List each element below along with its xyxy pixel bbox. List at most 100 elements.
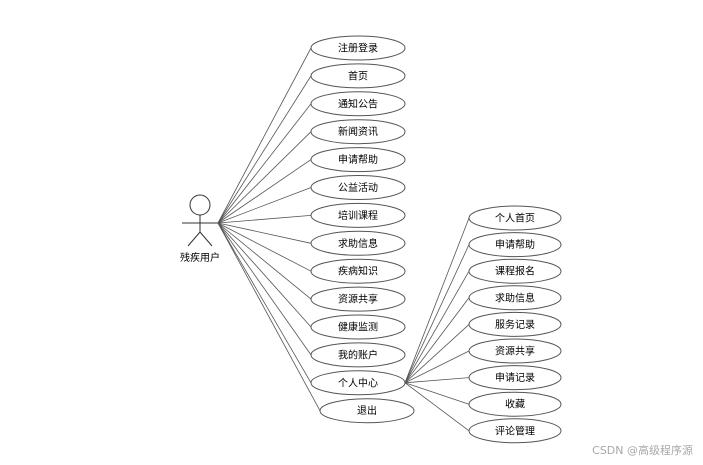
actor-left-leg [187, 231, 201, 247]
use-case-oval[interactable] [310, 202, 406, 228]
sub-use-case-oval[interactable] [468, 232, 562, 258]
include-line [404, 244, 470, 383]
association-line [217, 222, 312, 244]
use-case[interactable]: 培训课程 [310, 202, 406, 228]
use-case-oval[interactable] [310, 342, 406, 368]
personal-center-lines [404, 217, 470, 432]
use-case-oval[interactable] [310, 63, 406, 89]
sub-use-case-oval[interactable] [468, 311, 562, 337]
use-case[interactable]: 求助信息 [310, 230, 406, 256]
main-use-cases: 注册登录首页通知公告新闻资讯申请帮助公益活动培训课程求助信息疾病知识资源共享健康… [310, 35, 415, 424]
use-case[interactable]: 个人中心 [310, 370, 406, 396]
sub-use-case-oval[interactable] [468, 285, 562, 311]
sub-use-case[interactable]: 课程报名 [468, 258, 562, 284]
sub-use-case[interactable]: 服务记录 [468, 311, 562, 337]
use-case-oval[interactable] [310, 230, 406, 256]
sub-use-case-oval[interactable] [468, 391, 562, 417]
sub-use-case-oval[interactable] [468, 205, 562, 231]
use-case-label: 退出 [357, 404, 377, 417]
use-case-label: 通知公告 [338, 97, 378, 110]
use-case-label: 新闻资讯 [338, 125, 378, 138]
use-case[interactable]: 新闻资讯 [310, 119, 406, 145]
association-line [217, 222, 312, 356]
use-case-oval[interactable] [310, 35, 406, 61]
use-case-oval[interactable] [310, 314, 406, 340]
use-case-label: 培训课程 [338, 209, 378, 222]
include-line [404, 271, 470, 383]
use-case-oval[interactable] [310, 147, 406, 173]
association-line [217, 222, 312, 328]
use-case[interactable]: 公益活动 [310, 175, 406, 200]
sub-use-case-label: 个人首页 [495, 212, 535, 225]
association-line [217, 215, 312, 224]
actor-label: 残疾用户 [180, 251, 220, 264]
use-case[interactable]: 退出 [319, 398, 415, 424]
sub-use-case[interactable]: 求助信息 [468, 285, 562, 311]
use-case-label: 资源共享 [338, 293, 378, 306]
use-case-label: 公益活动 [338, 181, 378, 194]
association-line [217, 103, 312, 224]
sub-use-case-label: 求助信息 [495, 291, 535, 304]
actor-figure: 残疾用户 [180, 194, 220, 264]
use-case-oval[interactable] [310, 119, 406, 145]
use-case[interactable]: 通知公告 [310, 91, 406, 117]
use-case[interactable]: 申请帮助 [310, 147, 406, 173]
include-line [404, 324, 470, 384]
sub-use-case-label: 课程报名 [495, 265, 535, 278]
use-case[interactable]: 资源共享 [310, 286, 406, 312]
sub-use-case[interactable]: 收藏 [468, 391, 562, 417]
sub-use-case[interactable]: 资源共享 [468, 338, 562, 364]
sub-use-case[interactable]: 评论管理 [468, 418, 562, 444]
sub-use-case[interactable]: 个人首页 [468, 205, 562, 231]
use-case[interactable]: 首页 [310, 63, 406, 89]
sub-use-case-oval[interactable] [468, 365, 562, 391]
use-case-oval[interactable] [319, 398, 415, 424]
association-line [217, 222, 321, 411]
association-line [217, 222, 312, 384]
actor-right-leg [199, 231, 213, 247]
use-case-label: 首页 [348, 69, 368, 82]
sub-use-case-label: 评论管理 [495, 424, 535, 437]
include-line [404, 382, 470, 405]
watermark-text: CSDN @高级程序源 [592, 444, 693, 457]
use-case[interactable]: 我的账户 [310, 342, 406, 368]
use-case-oval[interactable] [310, 286, 406, 312]
association-line [217, 222, 312, 300]
use-case-oval[interactable] [310, 175, 406, 200]
association-line [217, 131, 312, 224]
sub-use-case-label: 资源共享 [495, 345, 535, 358]
sub-use-case-label: 申请帮助 [495, 238, 535, 251]
include-line [404, 382, 470, 432]
sub-use-case-label: 申请记录 [495, 371, 535, 384]
association-line [217, 187, 312, 224]
sub-use-case-oval[interactable] [468, 418, 562, 444]
use-case[interactable]: 注册登录 [310, 35, 406, 61]
use-case-label: 疾病知识 [338, 265, 378, 278]
use-case-label: 个人中心 [338, 376, 378, 389]
sub-use-case[interactable]: 申请帮助 [468, 232, 562, 258]
sub-use-case-oval[interactable] [468, 258, 562, 284]
use-case[interactable]: 健康监测 [310, 314, 406, 340]
use-case-oval[interactable] [310, 91, 406, 117]
association-line [217, 47, 312, 224]
use-case-oval[interactable] [310, 370, 406, 396]
sub-use-case-oval[interactable] [468, 338, 562, 364]
use-case[interactable]: 疾病知识 [310, 258, 406, 284]
include-line [404, 350, 470, 384]
association-lines [217, 47, 321, 411]
use-case-label: 健康监测 [338, 321, 378, 334]
include-line [404, 377, 470, 384]
actor-head [189, 194, 211, 216]
use-case-label: 求助信息 [338, 237, 378, 250]
sub-use-case[interactable]: 申请记录 [468, 365, 562, 391]
use-case-label: 注册登录 [338, 42, 378, 55]
sub-use-case-label: 收藏 [505, 398, 525, 411]
association-line [217, 75, 312, 224]
sub-use-case-label: 服务记录 [495, 318, 535, 331]
use-case-oval[interactable] [310, 258, 406, 284]
association-line [217, 159, 312, 224]
use-case-label: 我的账户 [338, 348, 378, 361]
include-line [404, 217, 470, 383]
